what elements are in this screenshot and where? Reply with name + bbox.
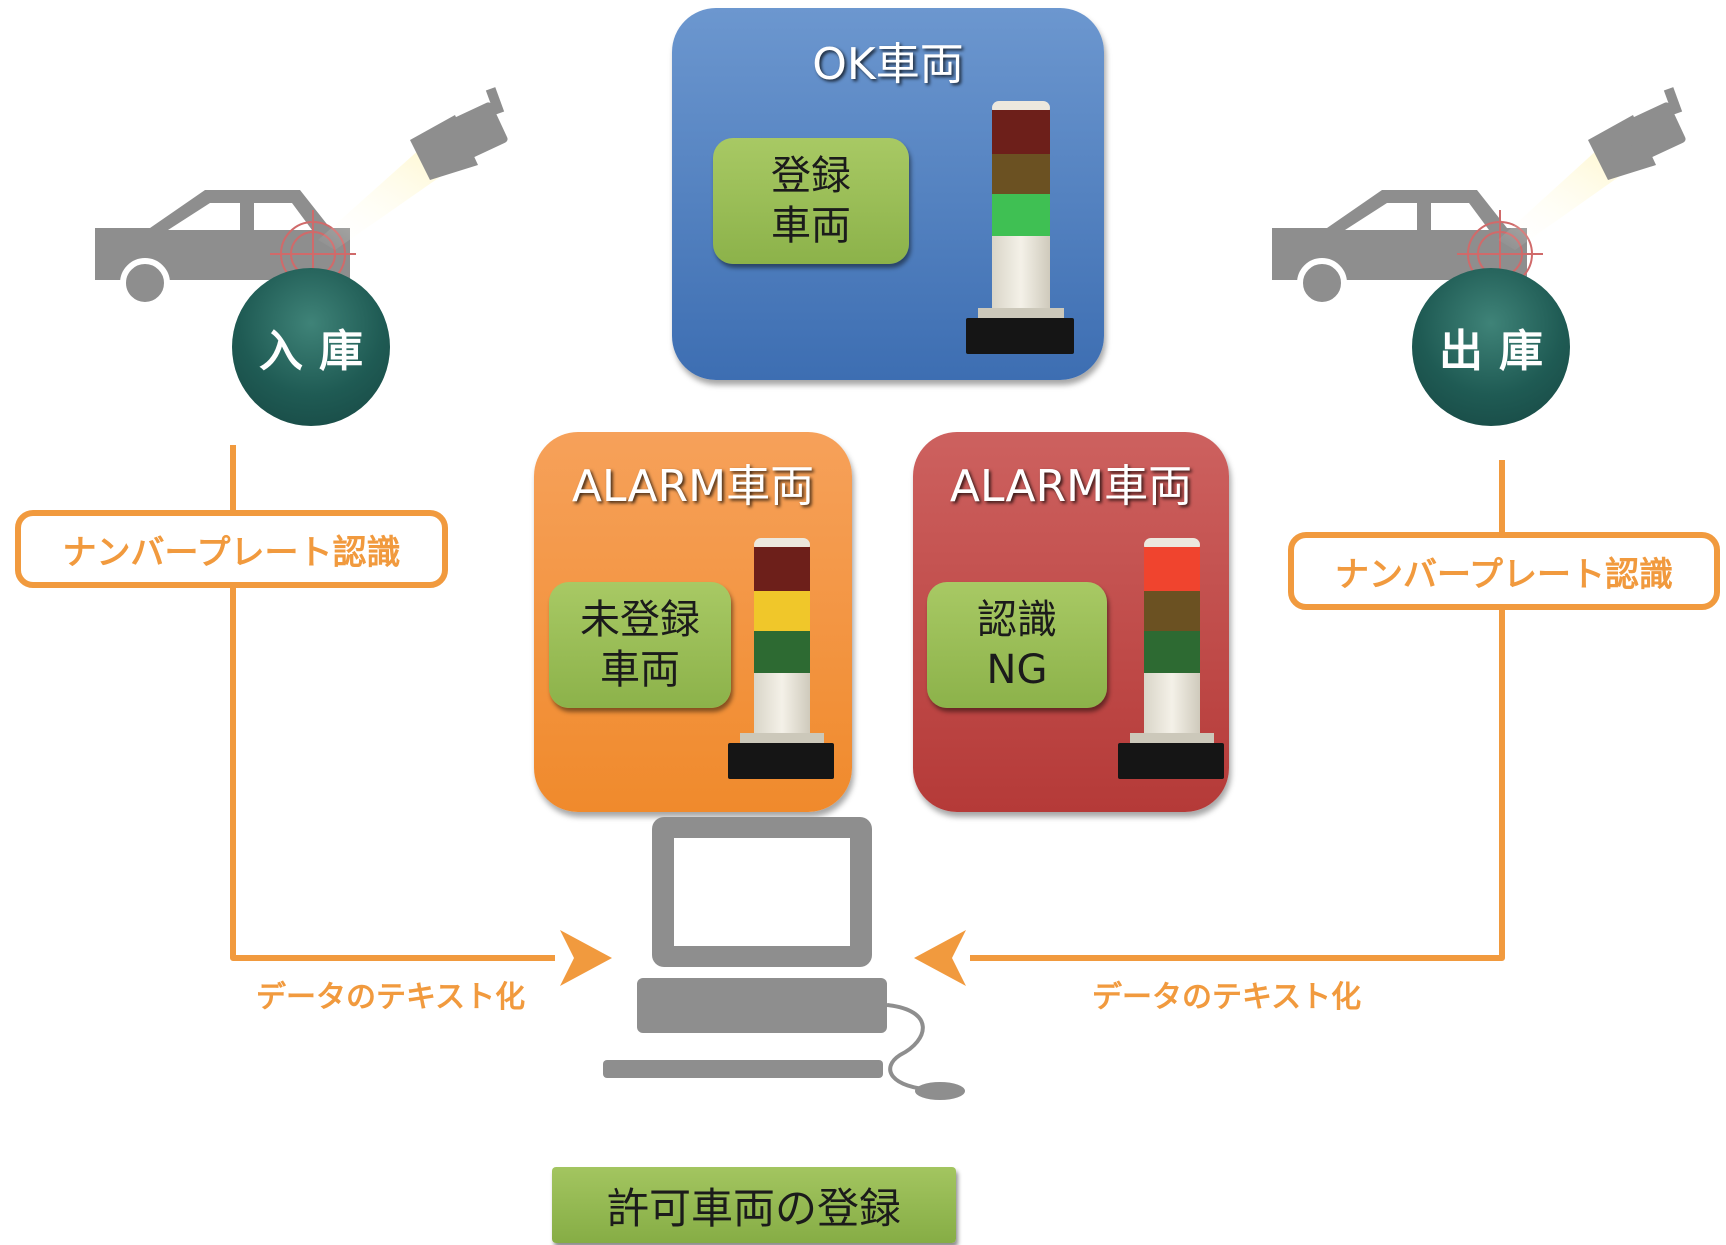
recognition-ng-signal-tower <box>1118 538 1224 779</box>
recognition-ng-line1: 認識 <box>977 597 1057 643</box>
entry-vehicle-icon <box>95 190 350 308</box>
computer-icon <box>603 817 965 1100</box>
ok-panel-title: OK車両 <box>812 39 964 90</box>
exit-vehicle-icon <box>1272 190 1527 308</box>
registered-vehicle-box: 登録 車両 <box>713 138 909 264</box>
unregistered-vehicle-line2: 車両 <box>600 647 680 693</box>
exit-data-text-label: データのテキスト化 <box>1092 980 1362 1015</box>
entry-camera-icon <box>410 87 508 180</box>
recognition-ng-panel-title: ALARM車両 <box>949 461 1193 512</box>
registered-vehicle-line2: 車両 <box>771 203 851 249</box>
ok-signal-tower <box>966 101 1074 354</box>
registered-vehicle-line1: 登録 <box>771 153 851 199</box>
recognition-ng-line2: NG <box>986 647 1048 693</box>
recognition-ng-box: 認識 NG <box>927 582 1107 708</box>
exit-plate-recognition-label: ナンバープレート認識 <box>1288 532 1720 610</box>
unregistered-panel-title: ALARM車両 <box>571 461 815 512</box>
unregistered-vehicle-line1: 未登録 <box>580 597 700 643</box>
entry-station-badge: 入庫 <box>232 268 390 426</box>
entry-arrow-head <box>560 930 612 986</box>
exit-camera-icon <box>1588 87 1686 180</box>
unregistered-vehicle-box: 未登録 車両 <box>549 582 731 708</box>
unregistered-signal-tower <box>728 538 834 779</box>
entry-data-text-label: データのテキスト化 <box>256 980 526 1015</box>
exit-flow-line <box>914 460 1505 986</box>
exit-arrow-head <box>914 930 966 986</box>
exit-station-badge: 出庫 <box>1412 268 1570 426</box>
permitted-vehicle-registration-label: 許可車両の登録 <box>552 1167 956 1243</box>
entry-plate-recognition-label: ナンバープレート認識 <box>15 510 448 588</box>
entry-flow-line <box>230 445 612 986</box>
